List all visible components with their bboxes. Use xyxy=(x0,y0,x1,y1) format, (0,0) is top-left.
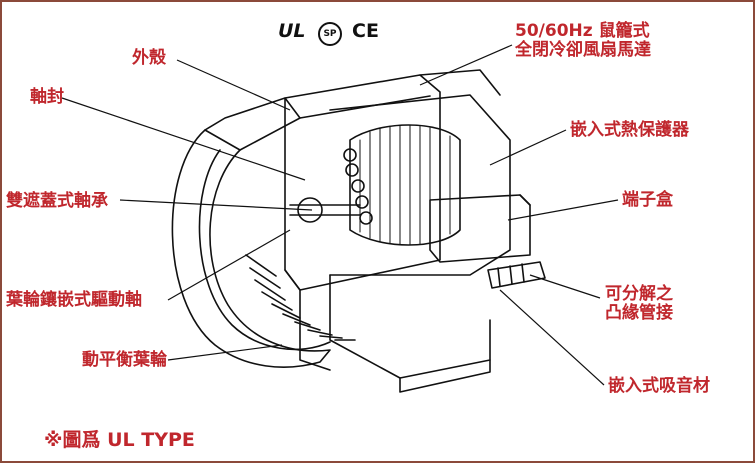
flange xyxy=(487,261,546,289)
label-double-shielded-bearing: 雙遮蓋式軸承 xyxy=(6,191,108,211)
base xyxy=(329,274,491,379)
label-motor-line1: 50/60Hz 鼠籠式 xyxy=(515,21,650,41)
label-flange-line1: 可分解之 xyxy=(605,284,673,304)
ul-type-note: ※圖爲 UL TYPE xyxy=(44,429,195,451)
label-shaft-seal: 軸封 xyxy=(30,87,64,107)
shaft xyxy=(289,204,361,216)
housing-outline xyxy=(171,129,331,368)
label-balanced-impeller: 動平衡葉輪 xyxy=(82,350,167,370)
impeller-blades xyxy=(245,254,356,341)
housing-inner xyxy=(198,149,331,351)
label-flange-line2: 凸緣管接 xyxy=(605,303,673,323)
csa-mark: SP xyxy=(318,22,342,46)
label-motor: 50/60Hz 鼠籠式 全閉冷卻風扇馬達 xyxy=(515,22,651,60)
csa-mark-text: SP xyxy=(323,29,337,39)
rotor-coils xyxy=(343,148,373,225)
label-flange: 可分解之 凸緣管接 xyxy=(605,285,673,323)
label-thermal-protector: 嵌入式熱保護器 xyxy=(570,120,689,140)
bearing xyxy=(297,197,323,223)
label-sound-absorber: 嵌入式吸音材 xyxy=(608,376,710,396)
stator-windings xyxy=(359,124,451,246)
label-terminal-box: 端子盒 xyxy=(622,190,673,210)
label-impeller-drive-shaft: 葉輪鑲嵌式驅動軸 xyxy=(6,290,142,310)
label-housing: 外殼 xyxy=(132,48,166,68)
leader-lines xyxy=(61,44,619,386)
label-motor-line2: 全閉冷卻風扇馬達 xyxy=(515,40,651,60)
ce-mark: CE xyxy=(352,20,379,42)
terminal-box xyxy=(429,194,531,263)
ul-mark: UL xyxy=(278,20,306,42)
stator xyxy=(349,124,461,246)
